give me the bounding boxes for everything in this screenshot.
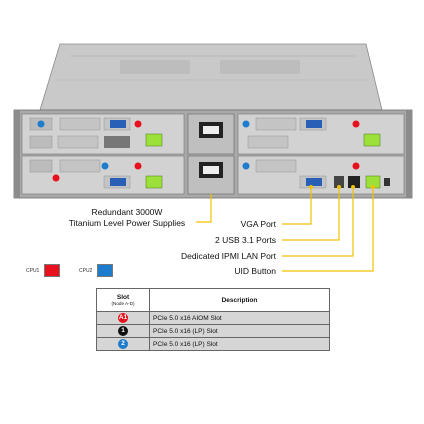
node-b [21, 155, 185, 195]
power-supplies [187, 113, 235, 195]
slot-description: PCIe 5.0 x16 AIOM Slot [149, 311, 330, 325]
slot-cell: 2 [96, 337, 150, 351]
cpu1-color-swatch [44, 264, 61, 277]
slot-1-icon: 1 [118, 326, 128, 336]
cpu1-legend-label: CPU1 [26, 267, 40, 274]
slot-cell: 1 [96, 324, 150, 338]
node-a [21, 113, 185, 155]
cpu1-legend: CPU1 [26, 264, 61, 277]
slot-2-icon: 2 [118, 339, 128, 349]
table-row: A1 PCIe 5.0 x16 AIOM Slot [96, 311, 330, 325]
table-row: 1 PCIe 5.0 x16 (LP) Slot [96, 324, 330, 338]
callout-lines [196, 185, 376, 272]
vga-port-callout: VGA Port [240, 219, 276, 229]
node-d [237, 155, 405, 195]
cpu2-legend-label: CPU2 [79, 267, 93, 274]
table-row: 2 PCIe 5.0 x16 (LP) Slot [96, 337, 330, 351]
slot-description: PCIe 5.0 x16 (LP) Slot [149, 337, 330, 351]
slot-cell: A1 [96, 311, 150, 325]
table-header-row: Slot (Node A-D) Description [96, 288, 330, 312]
description-column-header: Description [149, 288, 330, 312]
node-c [237, 113, 405, 155]
slot-description-table: Slot (Node A-D) Description A1 PCIe 5.0 … [96, 288, 330, 351]
slot-header-label: Slot [116, 294, 130, 301]
chassis-top-lid [39, 43, 383, 111]
power-supply-callout: Redundant 3000W Titanium Level Power Sup… [62, 207, 192, 229]
slot-column-header: Slot (Node A-D) [96, 288, 150, 312]
cpu2-color-swatch [97, 264, 114, 277]
psu-callout-line2: Titanium Level Power Supplies [68, 218, 186, 228]
slot-description: PCIe 5.0 x16 (LP) Slot [149, 324, 330, 338]
uid-button-callout: UID Button [234, 266, 276, 276]
slot-header-sublabel: (Node A-D) [111, 301, 135, 306]
aiom-slot-icon: A1 [118, 313, 128, 323]
cpu2-legend: CPU2 [79, 264, 114, 277]
ipmi-lan-callout: Dedicated IPMI LAN Port [181, 251, 276, 261]
usb-ports-callout: 2 USB 3.1 Ports [215, 235, 276, 245]
psu-callout-line1: Redundant 3000W [91, 207, 163, 217]
